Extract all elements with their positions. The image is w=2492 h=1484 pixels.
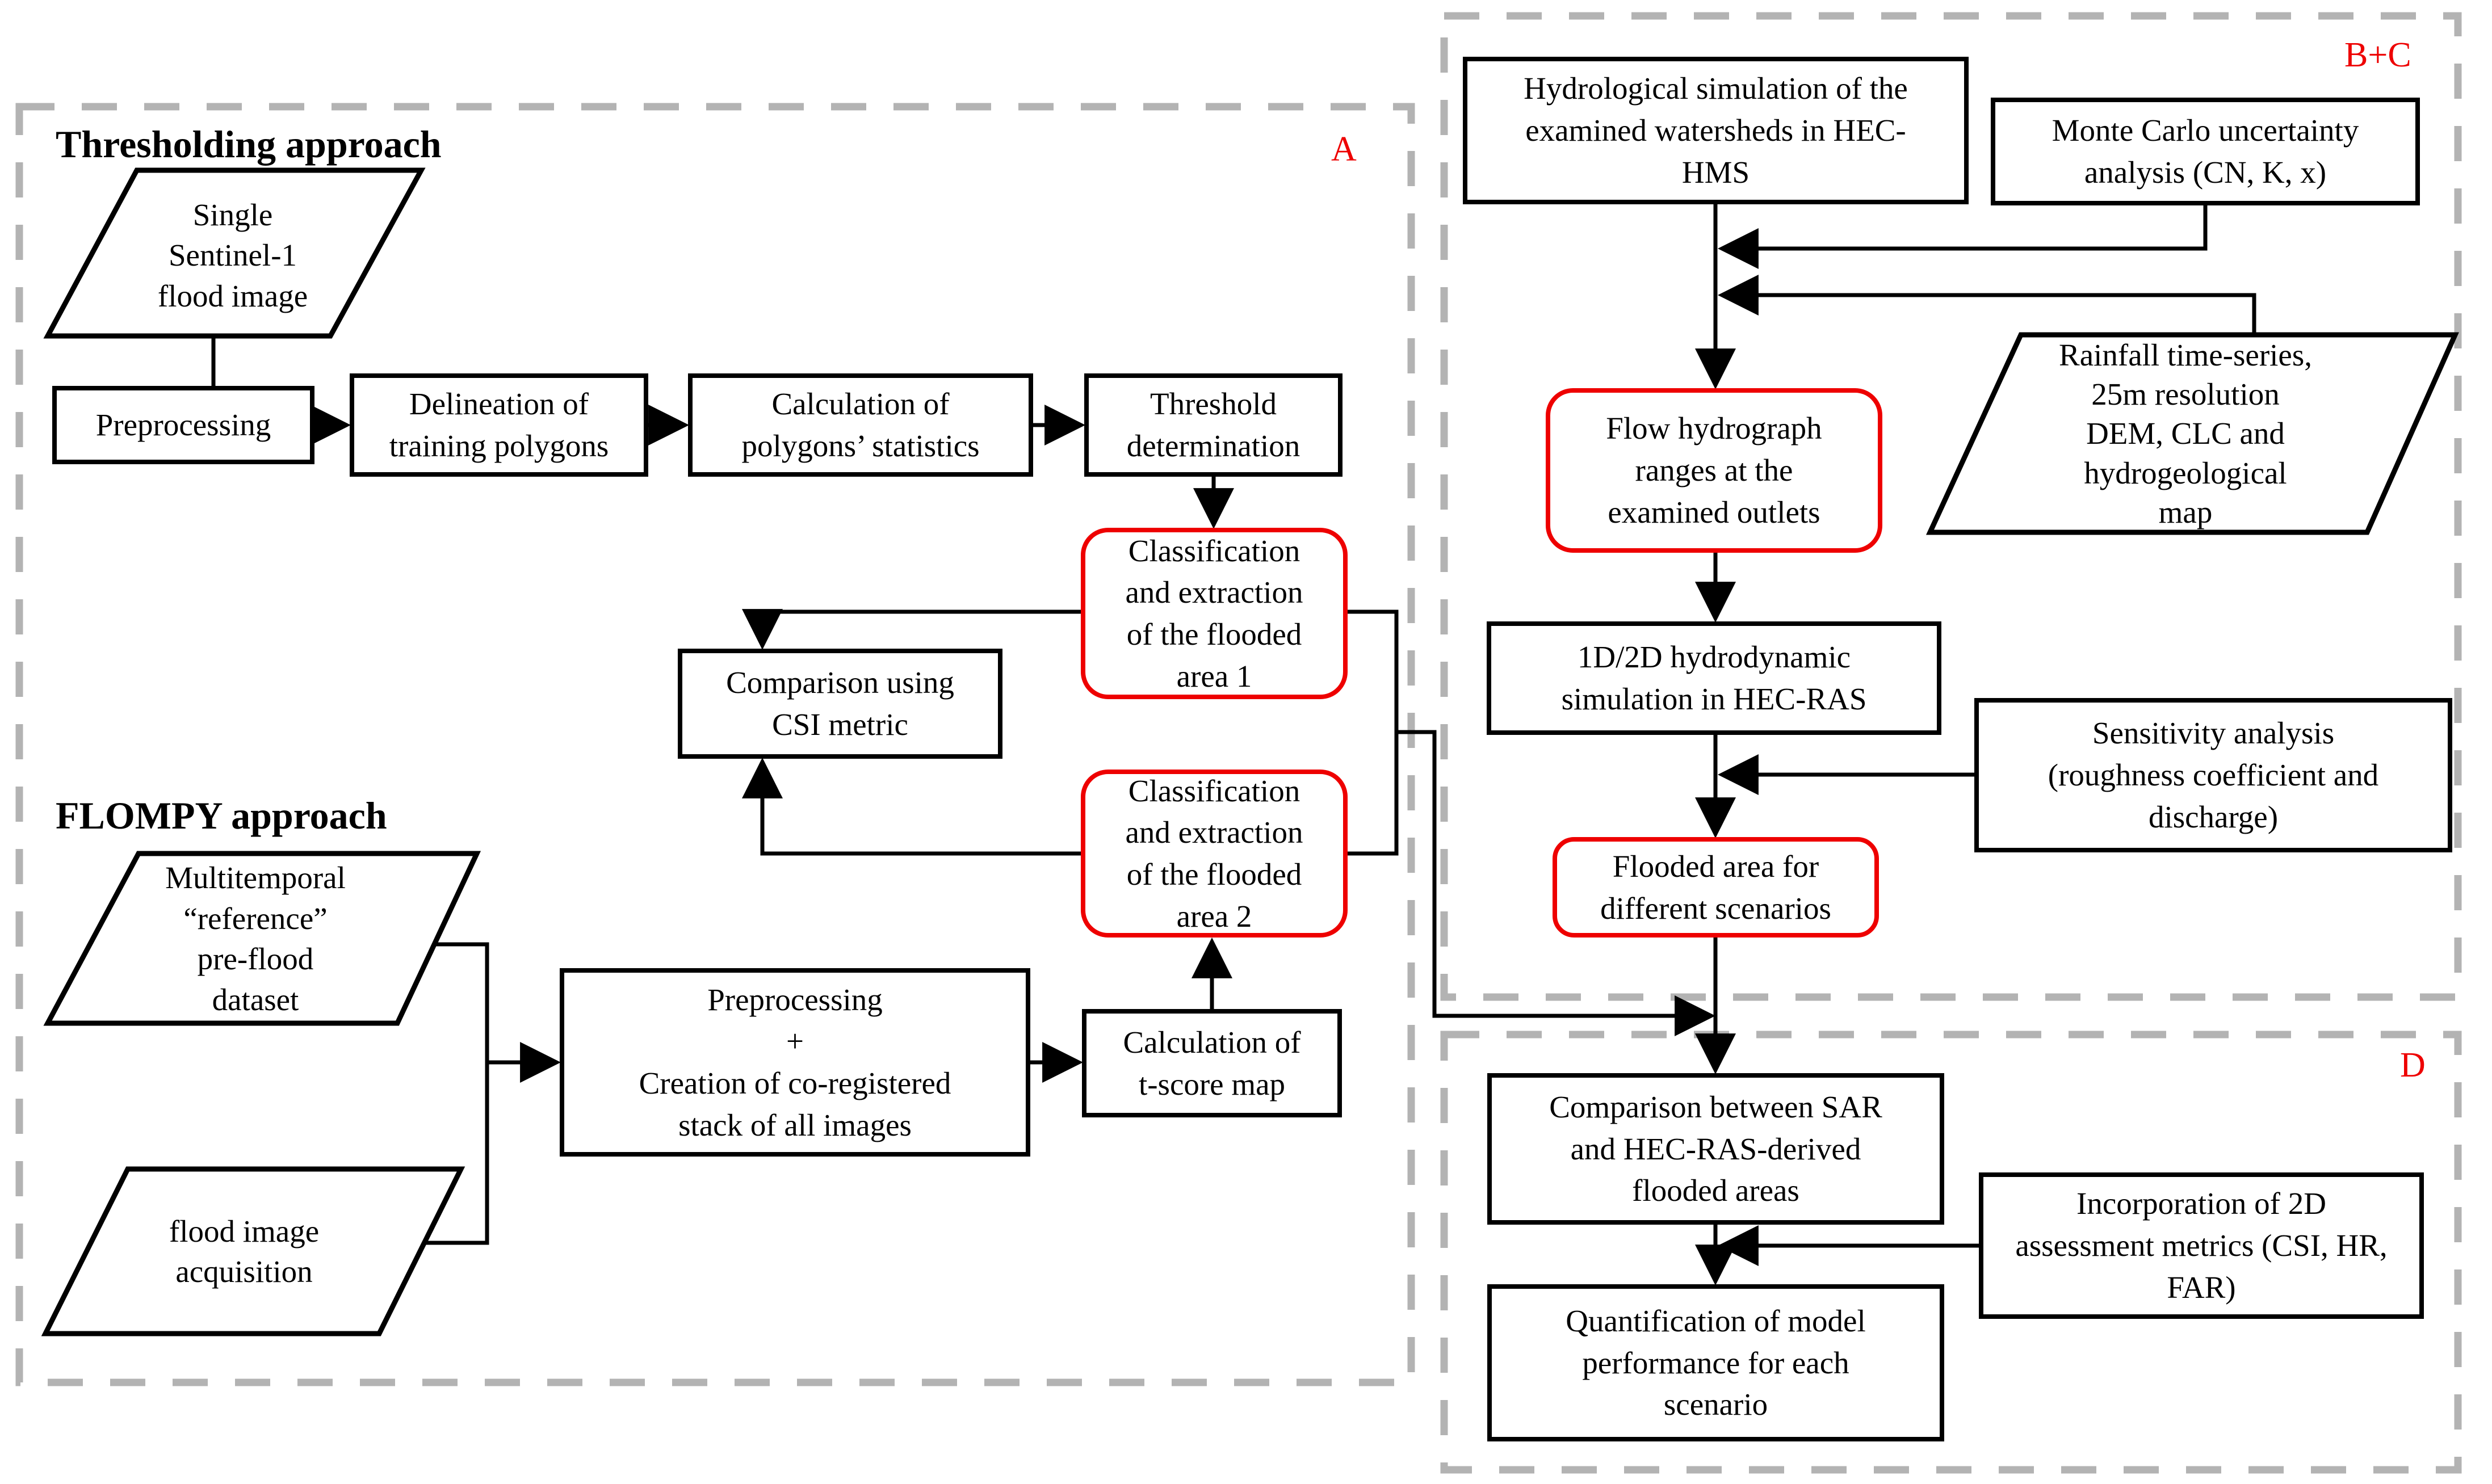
connector-rainfall-join bbox=[1717, 275, 2256, 335]
connector-classification-merge-bracket bbox=[1348, 609, 1399, 856]
node-flood-acquisition-label: flood image acquisition bbox=[169, 1213, 320, 1289]
node-single-sentinel-label: Single Sentinel-1 flood image bbox=[157, 197, 308, 313]
node-multitemporal-label: Multitemporal “reference” pre-flood data… bbox=[165, 860, 346, 1017]
node-flooded-area-scenarios: Flooded area for different scenarios bbox=[1553, 837, 1879, 938]
group-a-label: A bbox=[1331, 130, 1357, 169]
title-thresholding-approach: Thresholding approach bbox=[56, 123, 442, 166]
connector-classification1-to-csi bbox=[742, 609, 1081, 650]
flood-acquisition-parallelogram bbox=[41, 1166, 465, 1336]
node-1d2d-hydrodynamic: 1D/2D hydrodynamic simulation in HEC-RAS bbox=[1487, 621, 1941, 735]
group-bc-label: B+C bbox=[2344, 36, 2411, 74]
single-sentinel-parallelogram bbox=[43, 167, 426, 339]
node-rainfall-inputs-label: Rainfall time-series, 25m resolution DEM… bbox=[2059, 337, 2312, 529]
node-comparison-sar: Comparison between SAR and HEC-RAS-deriv… bbox=[1487, 1073, 1944, 1225]
node-monte-carlo: Monte Carlo uncertainty analysis (CN, K,… bbox=[1991, 98, 2420, 205]
rainfall-parallelogram bbox=[1925, 332, 2459, 535]
node-threshold-determination: Threshold determination bbox=[1084, 373, 1343, 477]
node-csi-comparison: Comparison using CSI metric bbox=[678, 649, 1002, 759]
node-delineation: Delineation of training polygons bbox=[350, 373, 648, 477]
connector-merged-output-to-d bbox=[1396, 730, 1716, 1036]
connector-montecarlo-join bbox=[1717, 205, 2208, 269]
group-bc-frame bbox=[1440, 12, 2462, 1001]
node-flow-hydrograph: Flow hydrograph ranges at the examined o… bbox=[1546, 388, 1882, 553]
connector-classification2-to-csi bbox=[742, 757, 1081, 856]
title-flompy-approach: FLOMPY approach bbox=[56, 794, 387, 837]
node-hec-hms: Hydrological simulation of the examined … bbox=[1463, 57, 1969, 204]
node-tscore-map: Calculation of t-score map bbox=[1082, 1009, 1342, 1117]
group-d-label: D bbox=[2400, 1046, 2426, 1084]
node-incorporation-metrics: Incorporation of 2D assessment metrics (… bbox=[1979, 1172, 2424, 1319]
node-quantification: Quantification of model performance for … bbox=[1487, 1284, 1944, 1441]
connector-datasets-junction bbox=[426, 942, 489, 1245]
group-d-frame bbox=[1440, 1031, 2462, 1474]
multitemporal-parallelogram bbox=[43, 851, 481, 1026]
node-preprocessing: Preprocessing bbox=[52, 386, 314, 464]
node-polygon-statistics: Calculation of polygons’ statistics bbox=[688, 373, 1033, 477]
group-a-frame bbox=[15, 103, 1415, 1386]
node-classification-area2: Classification and extraction of the flo… bbox=[1081, 770, 1348, 938]
node-sensitivity-analysis: Sensitivity analysis (roughness coeffici… bbox=[1974, 698, 2452, 852]
node-preprocessing-stack: Preprocessing + Creation of co-registere… bbox=[560, 968, 1030, 1157]
node-classification-area1: Classification and extraction of the flo… bbox=[1081, 528, 1348, 699]
